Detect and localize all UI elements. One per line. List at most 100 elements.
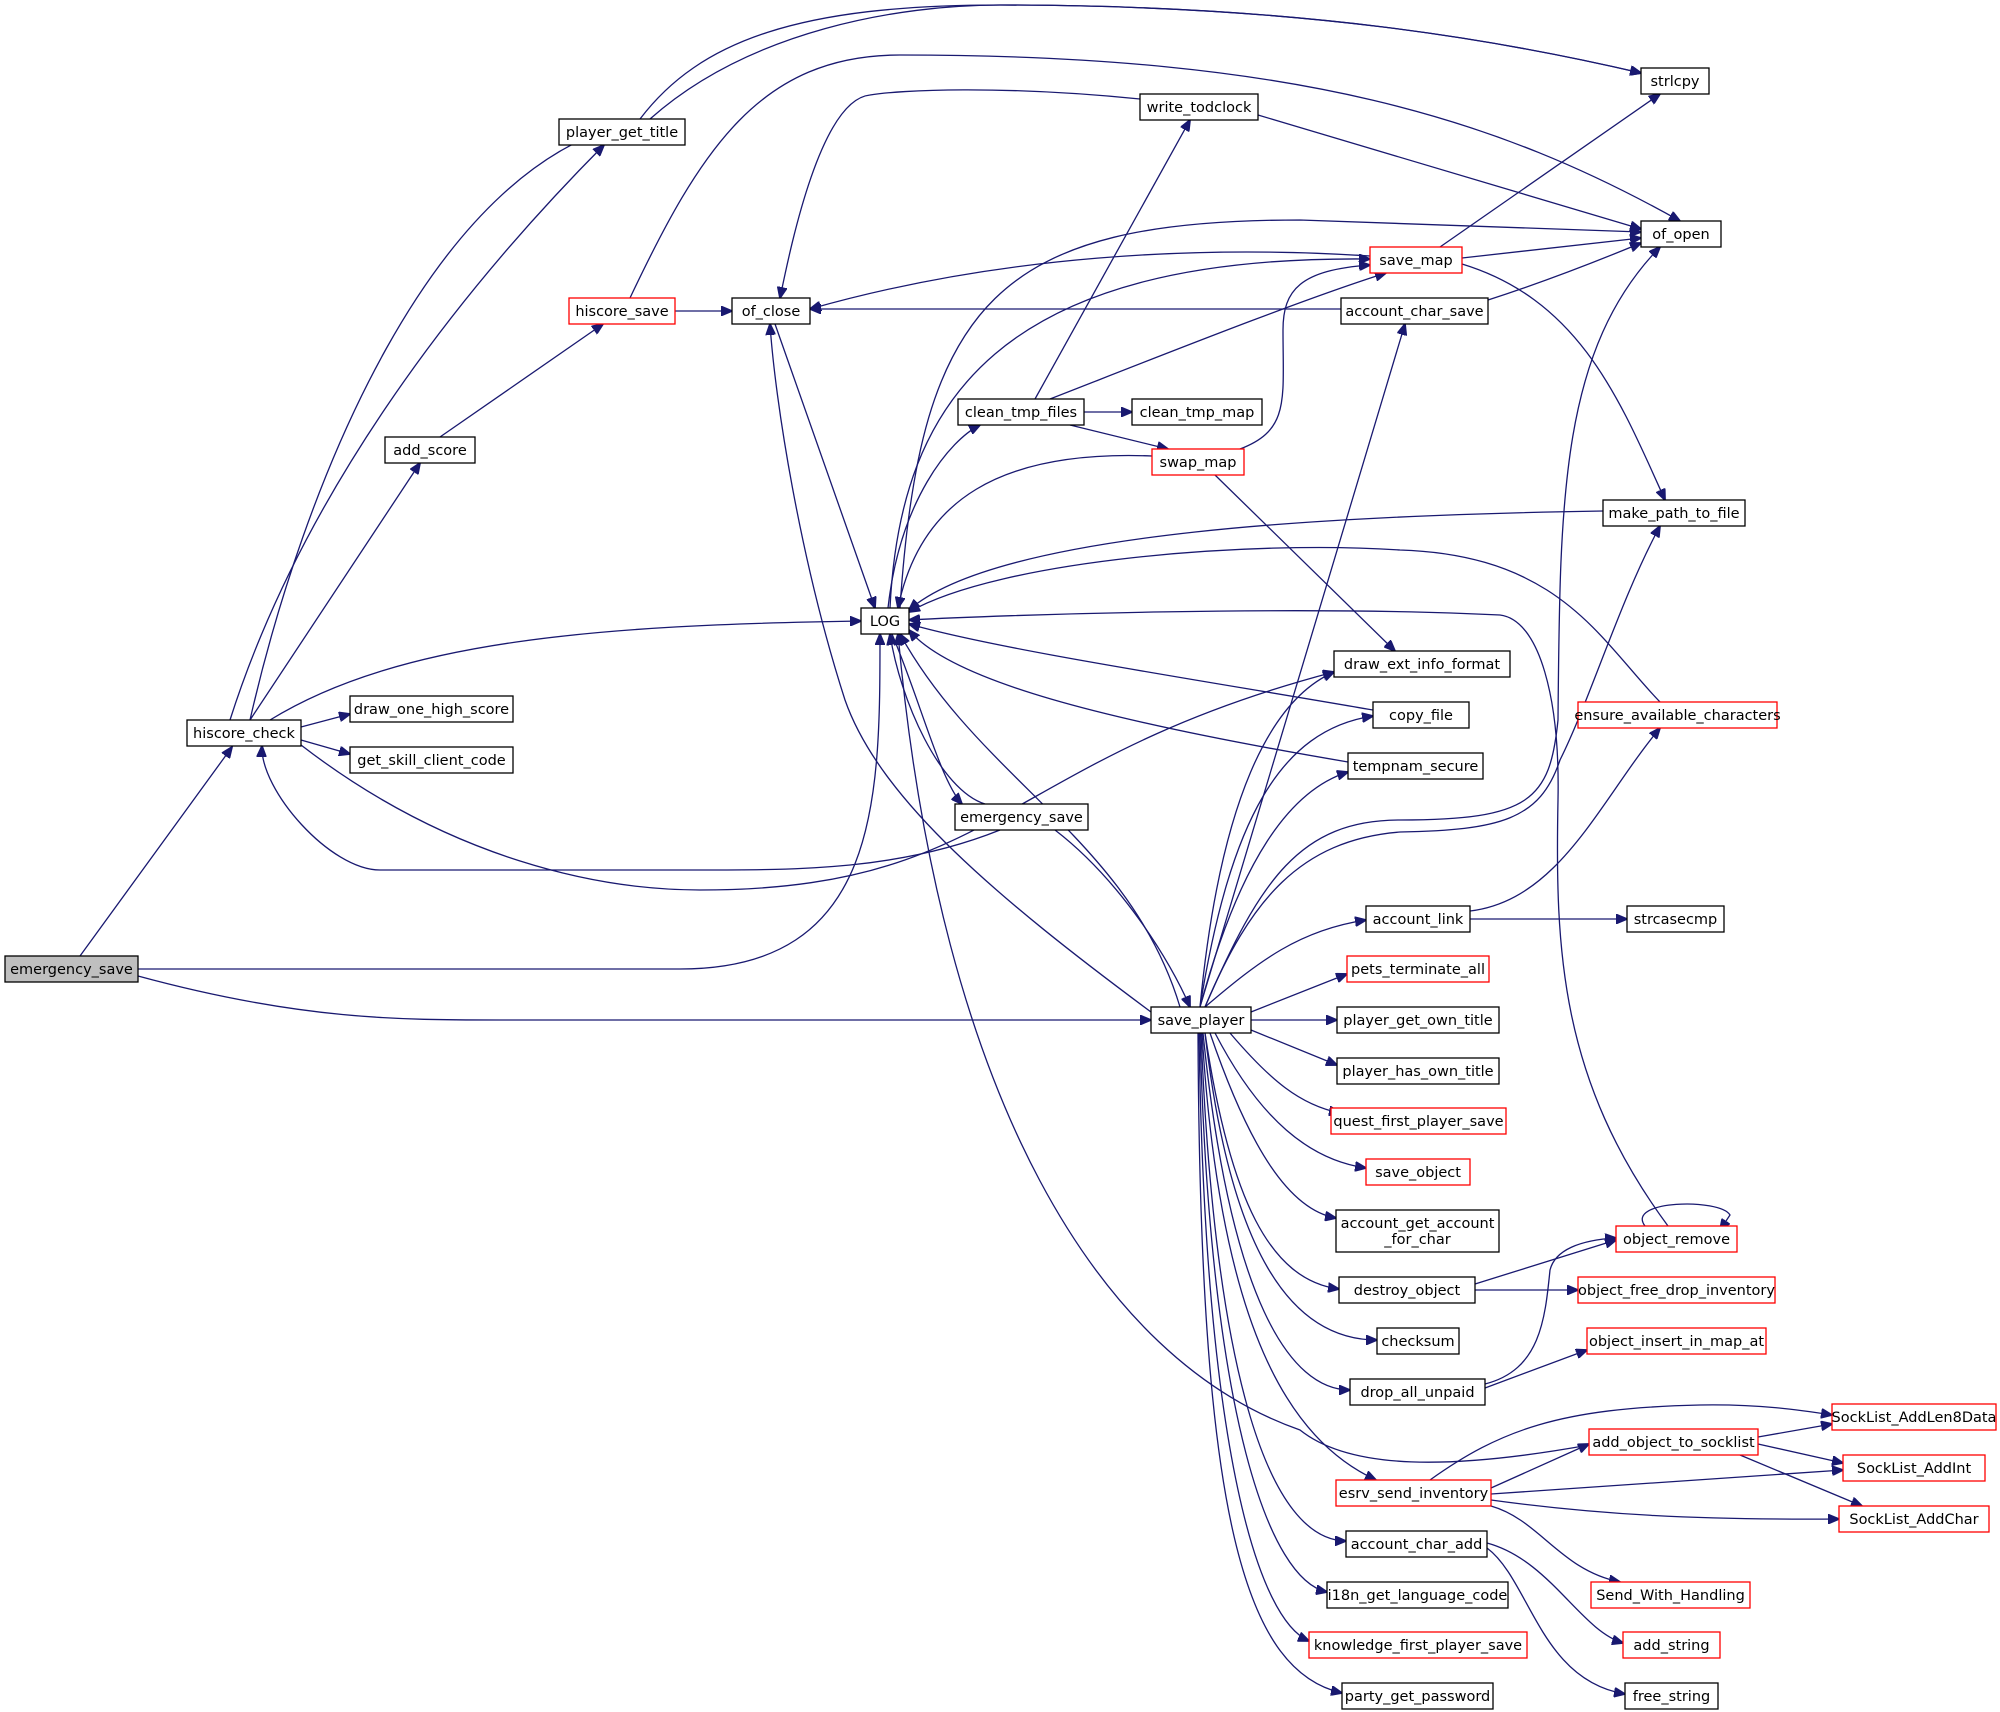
node-box[interactable] bbox=[186, 719, 302, 747]
node-account-char-save[interactable]: account_char_save bbox=[1340, 297, 1489, 325]
node-draw-one-high-score[interactable]: draw_one_high_score bbox=[349, 695, 514, 723]
node-strcasecmp[interactable]: strcasecmp bbox=[1626, 905, 1725, 933]
node-get-skill-client-code[interactable]: get_skill_client_code bbox=[349, 746, 514, 774]
node-box[interactable] bbox=[1577, 1276, 1776, 1304]
node-box[interactable] bbox=[558, 118, 686, 146]
node-draw-ext-info-format[interactable]: draw_ext_info_format bbox=[1333, 650, 1511, 678]
node-quest-first-player-save[interactable]: quest_first_player_save bbox=[1330, 1107, 1507, 1135]
node-account-char-add[interactable]: account_char_add bbox=[1345, 1530, 1488, 1558]
node-box[interactable] bbox=[568, 297, 676, 325]
node-box[interactable] bbox=[1831, 1403, 1997, 1431]
node-box[interactable] bbox=[1602, 499, 1746, 527]
node-box[interactable] bbox=[1365, 1158, 1471, 1186]
node-add-string[interactable]: add_string bbox=[1622, 1631, 1721, 1659]
node-box[interactable] bbox=[954, 803, 1089, 831]
node-box[interactable] bbox=[1338, 1276, 1476, 1304]
node-box[interactable] bbox=[1586, 1327, 1767, 1355]
node-box[interactable] bbox=[1372, 701, 1470, 729]
node-of-open[interactable]: of_open bbox=[1640, 220, 1722, 248]
node-player-get-title[interactable]: player_get_title bbox=[558, 118, 686, 146]
node-box[interactable] bbox=[1365, 905, 1471, 933]
node-box[interactable] bbox=[1842, 1454, 1986, 1482]
node-box[interactable] bbox=[1590, 1581, 1751, 1609]
node-box[interactable] bbox=[1838, 1505, 1990, 1533]
node-box[interactable] bbox=[1335, 1209, 1500, 1253]
node-drop-all-unpaid[interactable]: drop_all_unpaid bbox=[1349, 1378, 1486, 1406]
node-save-map[interactable]: save_map bbox=[1369, 246, 1463, 274]
node-emergency-save-inner[interactable]: emergency_save bbox=[954, 803, 1089, 831]
node-clean-tmp-files[interactable]: clean_tmp_files bbox=[957, 398, 1085, 426]
node-SockList-AddLen8Data[interactable]: SockList_AddLen8Data bbox=[1831, 1403, 1997, 1431]
node-box[interactable] bbox=[1151, 448, 1245, 476]
node-box[interactable] bbox=[1335, 1479, 1492, 1507]
node-box[interactable] bbox=[1376, 1327, 1460, 1355]
node-copy-file[interactable]: copy_file bbox=[1372, 701, 1470, 729]
node-box[interactable] bbox=[1139, 93, 1259, 121]
node-SockList-AddChar[interactable]: SockList_AddChar bbox=[1838, 1505, 1990, 1533]
node-box[interactable] bbox=[349, 746, 514, 774]
node-Send-With-Handling[interactable]: Send_With_Handling bbox=[1590, 1581, 1751, 1609]
node-box[interactable] bbox=[1341, 1682, 1494, 1710]
node-box[interactable] bbox=[1369, 246, 1463, 274]
node-strlcpy[interactable]: strlcpy bbox=[1640, 67, 1710, 95]
node-emergency-save-root[interactable]: emergency_save bbox=[4, 955, 139, 983]
node-i18n-get-language-code[interactable]: i18n_get_language_code bbox=[1326, 1581, 1509, 1609]
node-box[interactable] bbox=[1308, 1631, 1528, 1659]
node-box[interactable] bbox=[1640, 67, 1710, 95]
node-box[interactable] bbox=[1346, 955, 1490, 983]
node-box[interactable] bbox=[4, 955, 139, 983]
node-knowledge-first-player-save[interactable]: knowledge_first_player_save bbox=[1308, 1631, 1528, 1659]
node-free-string[interactable]: free_string bbox=[1624, 1682, 1719, 1710]
node-esrv-send-inventory[interactable]: esrv_send_inventory bbox=[1335, 1479, 1492, 1507]
node-pets-terminate-all[interactable]: pets_terminate_all bbox=[1346, 955, 1490, 983]
node-swap-map[interactable]: swap_map bbox=[1151, 448, 1245, 476]
node-object-free-drop-inventory[interactable]: object_free_drop_inventory bbox=[1577, 1276, 1776, 1304]
node-box[interactable] bbox=[1615, 1225, 1738, 1253]
node-box[interactable] bbox=[731, 297, 811, 325]
node-box[interactable] bbox=[1150, 1006, 1252, 1034]
node-box[interactable] bbox=[1336, 1057, 1500, 1085]
node-ensure-available-characters[interactable]: ensure_available_characters bbox=[1574, 701, 1781, 729]
node-box[interactable] bbox=[1131, 398, 1263, 426]
node-box[interactable] bbox=[1326, 1581, 1509, 1609]
node-object-remove[interactable]: object_remove bbox=[1615, 1225, 1738, 1253]
node-box[interactable] bbox=[1340, 297, 1489, 325]
node-box[interactable] bbox=[1347, 752, 1484, 780]
node-box[interactable] bbox=[1622, 1631, 1721, 1659]
node-player-get-own-title[interactable]: player_get_own_title bbox=[1336, 1006, 1500, 1034]
node-box[interactable] bbox=[384, 436, 476, 464]
node-account-link[interactable]: account_link bbox=[1365, 905, 1471, 933]
node-box[interactable] bbox=[1626, 905, 1725, 933]
node-player-has-own-title[interactable]: player_has_own_title bbox=[1336, 1057, 1500, 1085]
node-box[interactable] bbox=[1588, 1428, 1759, 1456]
node-box[interactable] bbox=[957, 398, 1085, 426]
node-LOG[interactable]: LOG bbox=[860, 607, 910, 635]
node-box[interactable] bbox=[1330, 1107, 1507, 1135]
node-save-player[interactable]: save_player bbox=[1150, 1006, 1252, 1034]
node-clean-tmp-map[interactable]: clean_tmp_map bbox=[1131, 398, 1263, 426]
node-tempnam-secure[interactable]: tempnam_secure bbox=[1347, 752, 1484, 780]
node-box[interactable] bbox=[860, 607, 910, 635]
node-box[interactable] bbox=[1349, 1378, 1486, 1406]
node-party-get-password[interactable]: party_get_password bbox=[1341, 1682, 1494, 1710]
node-object-insert-in-map-at[interactable]: object_insert_in_map_at bbox=[1586, 1327, 1767, 1355]
node-save-object[interactable]: save_object bbox=[1365, 1158, 1471, 1186]
node-add-object-to-socklist[interactable]: add_object_to_socklist bbox=[1588, 1428, 1759, 1456]
node-of-close[interactable]: of_close bbox=[731, 297, 811, 325]
node-destroy-object[interactable]: destroy_object bbox=[1338, 1276, 1476, 1304]
node-hiscore-save[interactable]: hiscore_save bbox=[568, 297, 676, 325]
node-box[interactable] bbox=[1624, 1682, 1719, 1710]
node-box[interactable] bbox=[1333, 650, 1511, 678]
node-box[interactable] bbox=[1577, 701, 1778, 729]
node-box[interactable] bbox=[1640, 220, 1722, 248]
node-add-score[interactable]: add_score bbox=[384, 436, 476, 464]
node-SockList-AddInt[interactable]: SockList_AddInt bbox=[1842, 1454, 1986, 1482]
node-box[interactable] bbox=[1345, 1530, 1488, 1558]
node-hiscore-check[interactable]: hiscore_check bbox=[186, 719, 302, 747]
node-make-path-to-file[interactable]: make_path_to_file bbox=[1602, 499, 1746, 527]
node-write-todclock[interactable]: write_todclock bbox=[1139, 93, 1259, 121]
node-account-get-account-for-char[interactable]: account_get_account_for_char bbox=[1335, 1209, 1500, 1253]
node-box[interactable] bbox=[1336, 1006, 1500, 1034]
node-checksum[interactable]: checksum bbox=[1376, 1327, 1460, 1355]
node-box[interactable] bbox=[349, 695, 514, 723]
